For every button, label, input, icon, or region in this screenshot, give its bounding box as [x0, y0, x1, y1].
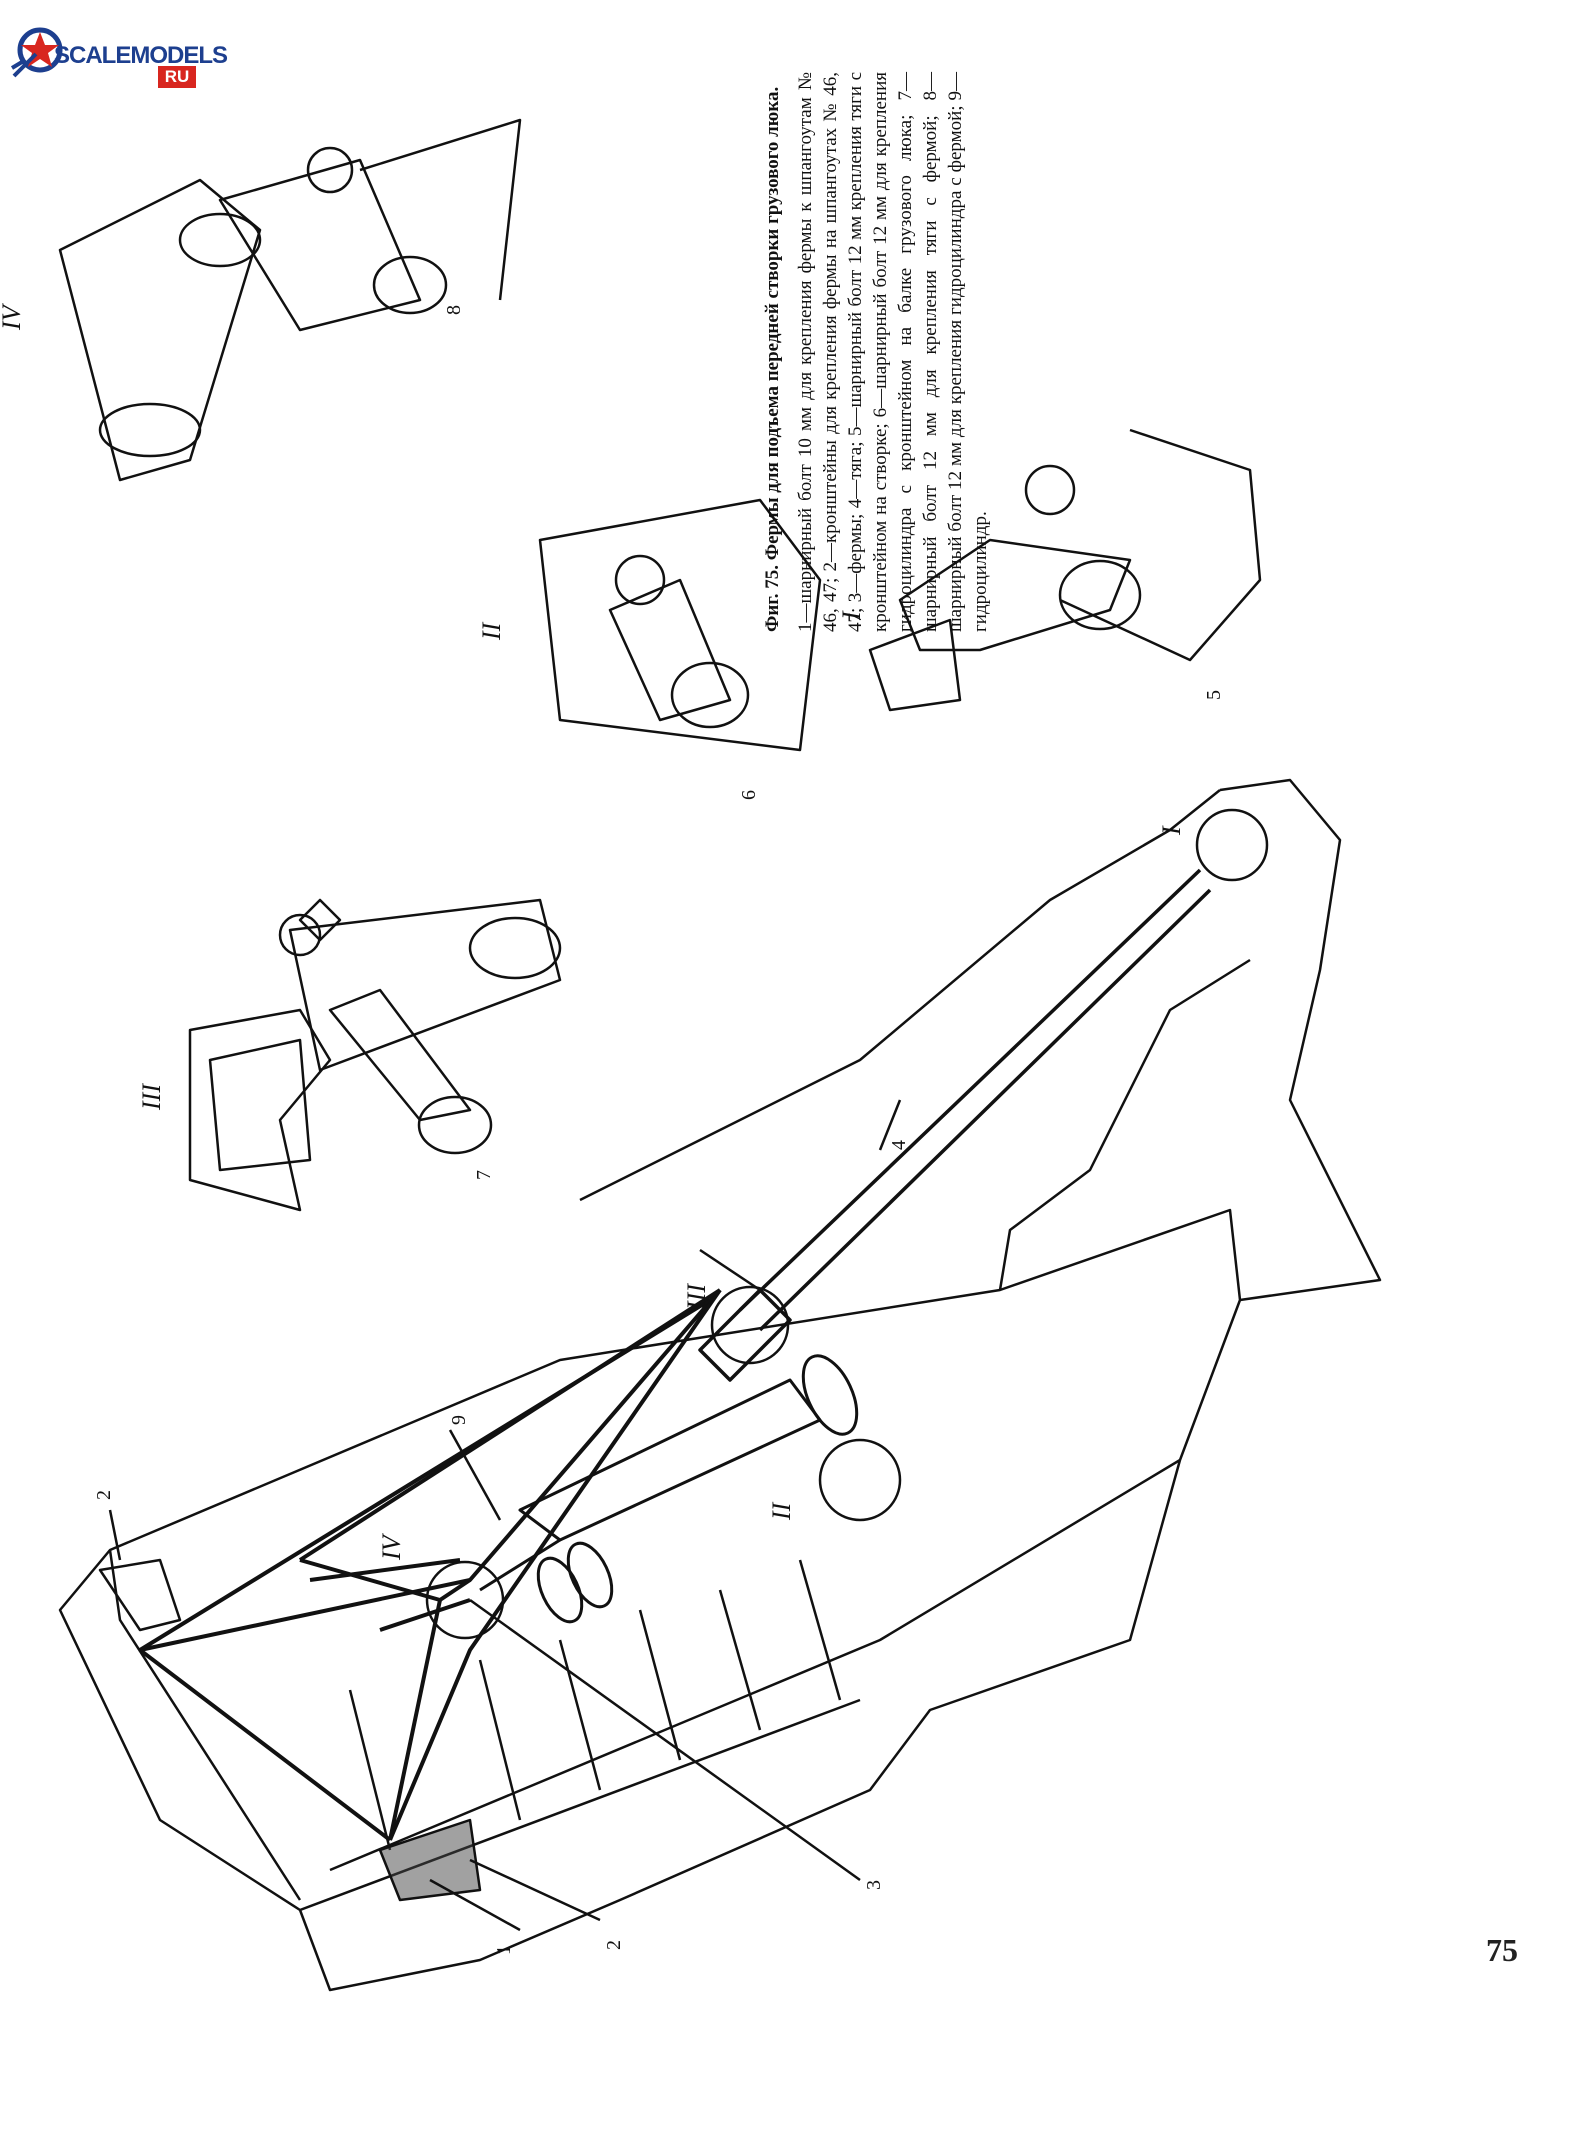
lower-bracket — [378, 1818, 482, 1902]
site-logo[interactable]: SCALEMODELS RU — [10, 18, 228, 88]
callout-II: II — [767, 1501, 796, 1521]
hydraulic-cylinder — [479, 1354, 859, 1624]
detail-II — [538, 498, 822, 752]
logo-ru-badge: RU — [158, 66, 196, 88]
detail-circle-IV — [425, 1560, 505, 1640]
upper-bracket — [98, 1558, 182, 1632]
callout-8: 8 — [443, 305, 465, 315]
detail-circle-III — [710, 1285, 790, 1365]
page-number: 75 — [1486, 1932, 1518, 1968]
truss-frame — [138, 1288, 722, 1842]
caption-title: Фиг. 75. Фермы для подъема передней ство… — [762, 86, 783, 632]
detail-I — [868, 428, 1262, 712]
door-panel-outline — [58, 1208, 1242, 1992]
callout-III: III — [682, 1283, 711, 1311]
callout-5: 5 — [1203, 690, 1225, 700]
label-III: III — [137, 1083, 166, 1111]
tie-rod — [698, 868, 1212, 1382]
callout-3: 3 — [863, 1880, 885, 1890]
callout-I: I — [1157, 825, 1186, 836]
figure-caption: Фиг. 75. Фермы для подъема передней ство… — [760, 72, 1060, 672]
logo-text: SCALEMODELS — [54, 42, 228, 69]
callout-2: 2 — [603, 1940, 625, 1950]
airplane-logo-icon — [10, 27, 63, 78]
detail-IV — [58, 118, 522, 482]
callout-1: 1 — [493, 1945, 515, 1955]
detail-III — [188, 898, 562, 1212]
callout-7: 7 — [473, 1170, 495, 1180]
detail-circle-I — [1195, 808, 1269, 882]
label-II: II — [477, 621, 506, 641]
label-IV: IV — [0, 302, 26, 331]
skin-outline — [1219, 778, 1382, 1302]
caption-rotated-block: Фиг. 75. Фермы для подъема передней ство… — [760, 72, 1060, 632]
callout-9: 9 — [448, 1415, 470, 1425]
callout-2-top: 2 — [93, 1490, 115, 1500]
label-I: I — [837, 610, 866, 621]
callout-4: 4 — [888, 1140, 910, 1150]
detail-circle-II — [818, 1438, 902, 1522]
caption-legend: 1—шарнирный болт 10 мм для крепления фер… — [795, 72, 991, 632]
callout-IV: IV — [377, 1532, 406, 1561]
callout-6: 6 — [738, 790, 760, 800]
